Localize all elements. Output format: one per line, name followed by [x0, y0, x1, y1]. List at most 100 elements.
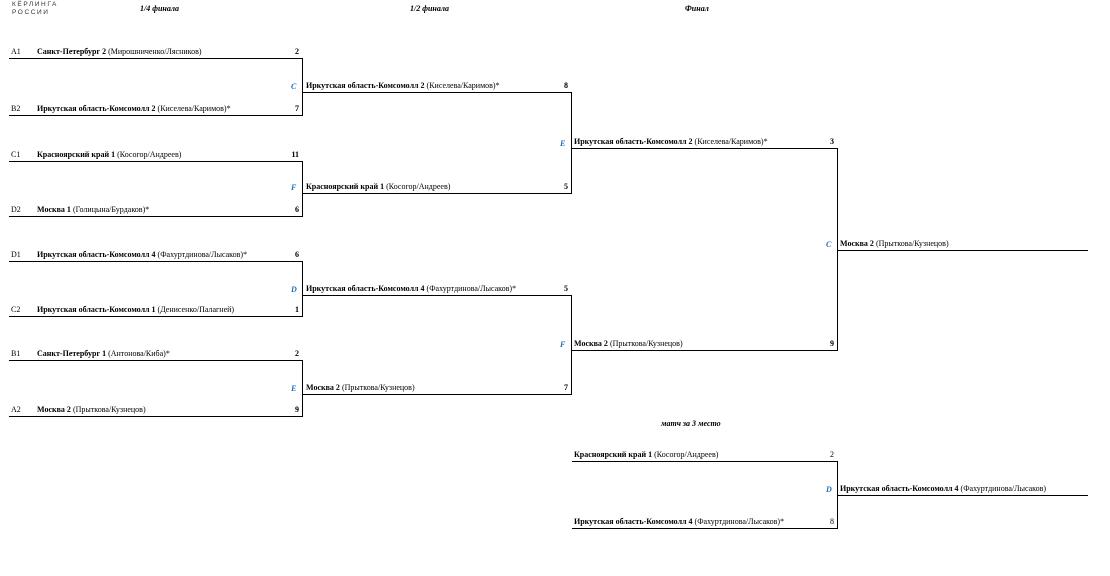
score: 8 [830, 517, 834, 526]
qf-slot-3: C1 Красноярский край 1 (Косогор/Андреев)… [9, 149, 303, 162]
seed-label: A2 [11, 405, 21, 414]
champion-slot: Москва 2 (Прыткова/Кузнецов) [838, 238, 1088, 251]
team-name: Иркутская область-Комсомолл 4 [840, 484, 959, 493]
score: 7 [295, 104, 299, 113]
match-letter: D [826, 485, 832, 494]
bracket-connector [302, 360, 303, 417]
team-name: Иркутская область-Комсомолл 4 [574, 517, 693, 526]
score: 5 [564, 284, 568, 293]
seed-label: C2 [11, 305, 21, 314]
bracket-connector [837, 461, 838, 529]
third-place-winner-slot: Иркутская область-Комсомолл 4 (Фахуртдин… [838, 483, 1088, 496]
seed-label: B2 [11, 104, 21, 113]
score: 9 [295, 405, 299, 414]
seed-label: D2 [11, 205, 21, 214]
third-place-title: матч за 3 место [661, 419, 721, 428]
team-entry: Иркутская область-Комсомолл 2 (Киселева/… [574, 136, 768, 147]
team-entry: Иркутская область-Комсомолл 4 (Фахуртдин… [574, 516, 784, 527]
bracket-connector [302, 261, 303, 317]
team-entry: Красноярский край 1 (Косогор/Андреев) [37, 149, 181, 160]
team-players: (Фахуртдинова/Лысаков) [960, 484, 1047, 493]
score: 2 [830, 450, 834, 459]
team-players: (Косогор/Андреев) [654, 450, 719, 459]
sf-slot-3: Иркутская область-Комсомолл 4 (Фахуртдин… [303, 283, 572, 296]
team-players: (Киселева/Каримов)* [157, 104, 231, 113]
qf-slot-2: B2 Иркутская область-Комсомолл 2 (Киселе… [9, 103, 303, 116]
team-name: Москва 1 [37, 205, 71, 214]
match-letter: E [291, 384, 297, 393]
team-name: Иркутская область-Комсомолл 4 [306, 284, 425, 293]
third-slot-2: Иркутская область-Комсомолл 4 (Фахуртдин… [572, 516, 838, 529]
team-entry: Москва 1 (Голицына/Бурдаков)* [37, 204, 149, 215]
round-title-quarterfinals: 1/4 финала [140, 4, 179, 13]
bracket-connector [571, 295, 572, 395]
score: 2 [295, 47, 299, 56]
team-players: (Прыткова/Кузнецов) [341, 383, 415, 392]
team-players: (Киселева/Каримов)* [694, 137, 768, 146]
bracket-connector [571, 92, 572, 194]
score: 5 [564, 182, 568, 191]
team-entry: Иркутская область-Комсомолл 1 (Денисенко… [37, 304, 234, 315]
qf-slot-6: C2 Иркутская область-Комсомолл 1 (Денисе… [9, 304, 303, 317]
team-name: Москва 2 [840, 239, 874, 248]
team-players: (Косогор/Андреев) [386, 182, 451, 191]
team-players: (Прыткова/Кузнецов) [609, 339, 683, 348]
score: 9 [830, 339, 834, 348]
team-players: (Киселева/Каримов)* [426, 81, 500, 90]
sf-slot-2: Красноярский край 1 (Косогор/Андреев) 5 [303, 181, 572, 194]
qf-slot-5: D1 Иркутская область-Комсомолл 4 (Фахурт… [9, 249, 303, 262]
team-players: (Прыткова/Кузнецов) [72, 405, 146, 414]
score: 3 [830, 137, 834, 146]
round-title-final: Финал [685, 4, 709, 13]
team-name: Москва 2 [574, 339, 608, 348]
team-players: (Голицына/Бурдаков)* [72, 205, 150, 214]
qf-slot-1: A1 Санкт-Петербург 2 (Мирошниченко/Лясни… [9, 46, 303, 59]
match-letter: C [291, 82, 297, 91]
seed-label: A1 [11, 47, 21, 56]
team-entry: Красноярский край 1 (Косогор/Андреев) [306, 181, 450, 192]
team-name: Красноярский край 1 [37, 150, 116, 159]
team-players: (Прыткова/Кузнецов) [875, 239, 949, 248]
team-entry: Иркутская область-Комсомолл 4 (Фахуртдин… [840, 483, 1046, 494]
team-entry: Иркутская область-Комсомолл 4 (Фахуртдин… [37, 249, 247, 260]
logo-line-2: РОССИИ [12, 9, 50, 16]
team-name: Красноярский край 1 [574, 450, 653, 459]
team-entry: Москва 2 (Прыткова/Кузнецов) [574, 338, 683, 349]
team-entry: Иркутская область-Комсомолл 4 (Фахуртдин… [306, 283, 516, 294]
match-letter: C [826, 240, 832, 249]
team-name: Москва 2 [306, 383, 340, 392]
bracket-connector [302, 161, 303, 217]
team-name: Санкт-Петербург 2 [37, 47, 107, 56]
qf-slot-8: A2 Москва 2 (Прыткова/Кузнецов) 9 [9, 404, 303, 417]
team-entry: Москва 2 (Прыткова/Кузнецов) [840, 238, 949, 249]
final-slot-2: Москва 2 (Прыткова/Кузнецов) 9 [572, 338, 838, 351]
team-name: Иркутская область-Комсомолл 2 [37, 104, 156, 113]
team-name: Иркутская область-Комсомолл 1 [37, 305, 156, 314]
team-entry: Красноярский край 1 (Косогор/Андреев) [574, 449, 718, 460]
sf-slot-4: Москва 2 (Прыткова/Кузнецов) 7 [303, 382, 572, 395]
score: 6 [295, 205, 299, 214]
team-name: Красноярский край 1 [306, 182, 385, 191]
team-players: (Фахуртдинова/Лысаков)* [694, 517, 785, 526]
team-entry: Санкт-Петербург 1 (Антонова/Киба)* [37, 348, 170, 359]
team-players: (Денисенко/Палагней) [157, 305, 235, 314]
team-entry: Москва 2 (Прыткова/Кузнецов) [306, 382, 415, 393]
team-entry: Санкт-Петербург 2 (Мирошниченко/Лясников… [37, 46, 202, 57]
third-slot-1: Красноярский край 1 (Косогор/Андреев) 2 [572, 449, 838, 462]
score: 7 [564, 383, 568, 392]
team-entry: Иркутская область-Комсомолл 2 (Киселева/… [306, 80, 500, 91]
match-letter: D [291, 285, 297, 294]
team-players: (Косогор/Андреев) [117, 150, 182, 159]
team-players: (Мирошниченко/Лясников) [108, 47, 202, 56]
team-players: (Фахуртдинова/Лысаков)* [426, 284, 517, 293]
seed-label: C1 [11, 150, 21, 159]
team-players: (Фахуртдинова/Лысаков)* [157, 250, 248, 259]
federation-logo: КЁРЛИНГА РОССИИ [12, 1, 72, 17]
team-players: (Антонова/Киба)* [108, 349, 170, 358]
score: 8 [564, 81, 568, 90]
score: 1 [295, 305, 299, 314]
match-letter: E [560, 139, 566, 148]
seed-label: D1 [11, 250, 21, 259]
team-name: Иркутская область-Комсомолл 2 [306, 81, 425, 90]
final-slot-1: Иркутская область-Комсомолл 2 (Киселева/… [572, 136, 838, 149]
